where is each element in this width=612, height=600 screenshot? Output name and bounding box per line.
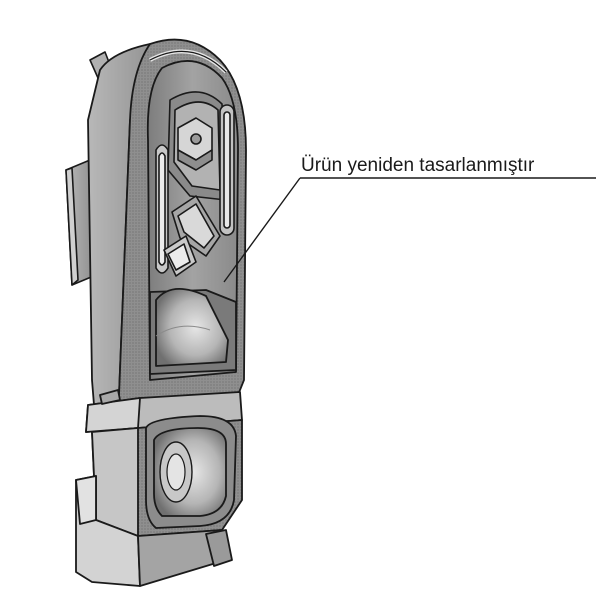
central-window — [149, 288, 237, 375]
callout-label: Ürün yeniden tasarlanmıştır — [301, 155, 535, 176]
middle-ribs — [163, 195, 221, 277]
right-slot — [219, 104, 235, 236]
upper-pocket — [167, 91, 227, 201]
left-slot — [155, 144, 169, 274]
callout-leader — [223, 177, 596, 283]
foot — [75, 475, 233, 587]
bottom-block — [91, 415, 243, 537]
